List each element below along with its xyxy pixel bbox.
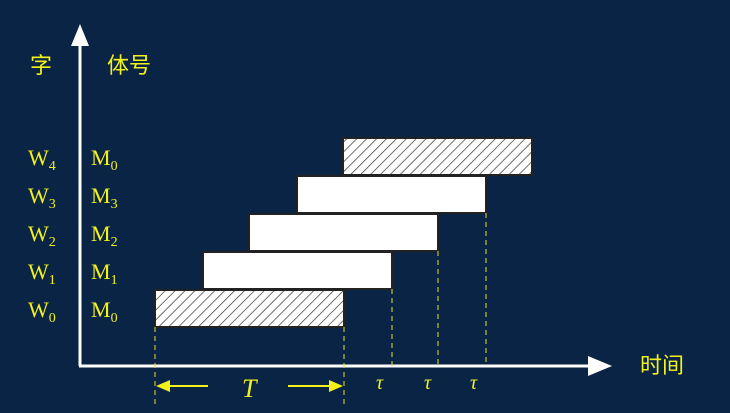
y-axis-label-word: 字 xyxy=(30,54,52,79)
bars xyxy=(154,137,533,328)
row-module-label-letter: M xyxy=(91,259,111,284)
tau-label-1: τ xyxy=(376,372,384,394)
row-word-label-letter: W xyxy=(28,259,49,284)
row-word-label: W4 xyxy=(28,145,56,174)
row-module-label-letter: M xyxy=(91,183,111,208)
bar-w4 xyxy=(342,137,533,176)
row-word-label-subscript: 4 xyxy=(49,159,56,174)
row-module-label-letter: M xyxy=(91,221,111,246)
row-module-label-subscript: 3 xyxy=(111,197,118,212)
bar-w2 xyxy=(248,213,439,252)
row-module-label-letter: M xyxy=(91,297,111,322)
row-word-label: W1 xyxy=(28,259,56,288)
tau-label-2: τ xyxy=(424,372,432,394)
row-module-label-letter: M xyxy=(91,145,111,170)
row-module-label: M2 xyxy=(91,221,118,250)
row-word-label: W2 xyxy=(28,221,56,250)
row-word-label-letter: W xyxy=(28,221,49,246)
period-arrowhead-left xyxy=(156,380,170,392)
period-arrowhead-right xyxy=(329,380,343,392)
row-word-label-letter: W xyxy=(28,297,49,322)
row-module-label-subscript: 1 xyxy=(111,273,118,288)
row-word-label-letter: W xyxy=(28,183,49,208)
bar-w1 xyxy=(202,251,393,290)
x-axis-label-time: 时间 xyxy=(640,354,684,379)
bar-w3 xyxy=(296,175,487,214)
row-module-label: M3 xyxy=(91,183,118,212)
row-module-label-subscript: 0 xyxy=(111,311,118,326)
y-axis-arrow xyxy=(71,24,89,46)
row-word-label-subscript: 1 xyxy=(49,273,56,288)
tau-label-3: τ xyxy=(470,372,478,394)
row-module-label: M0 xyxy=(91,297,118,326)
row-module-label-subscript: 0 xyxy=(111,159,118,174)
bar-w0 xyxy=(154,289,345,328)
row-word-label-subscript: 3 xyxy=(49,197,56,212)
period-indicator: T xyxy=(156,374,343,403)
row-word-label: W0 xyxy=(28,297,56,326)
row-module-label: M1 xyxy=(91,259,118,288)
period-label: T xyxy=(242,374,258,403)
row-module-label: M0 xyxy=(91,145,118,174)
row-module-label-subscript: 2 xyxy=(111,235,118,250)
row-word-label: W3 xyxy=(28,183,56,212)
row-word-label-subscript: 2 xyxy=(49,235,56,250)
row-word-label-subscript: 0 xyxy=(49,311,56,326)
row-word-label-letter: W xyxy=(28,145,49,170)
guide-lines xyxy=(154,213,487,404)
x-axis-arrow xyxy=(588,356,612,376)
y-axis-label-module: 体号 xyxy=(107,54,151,79)
